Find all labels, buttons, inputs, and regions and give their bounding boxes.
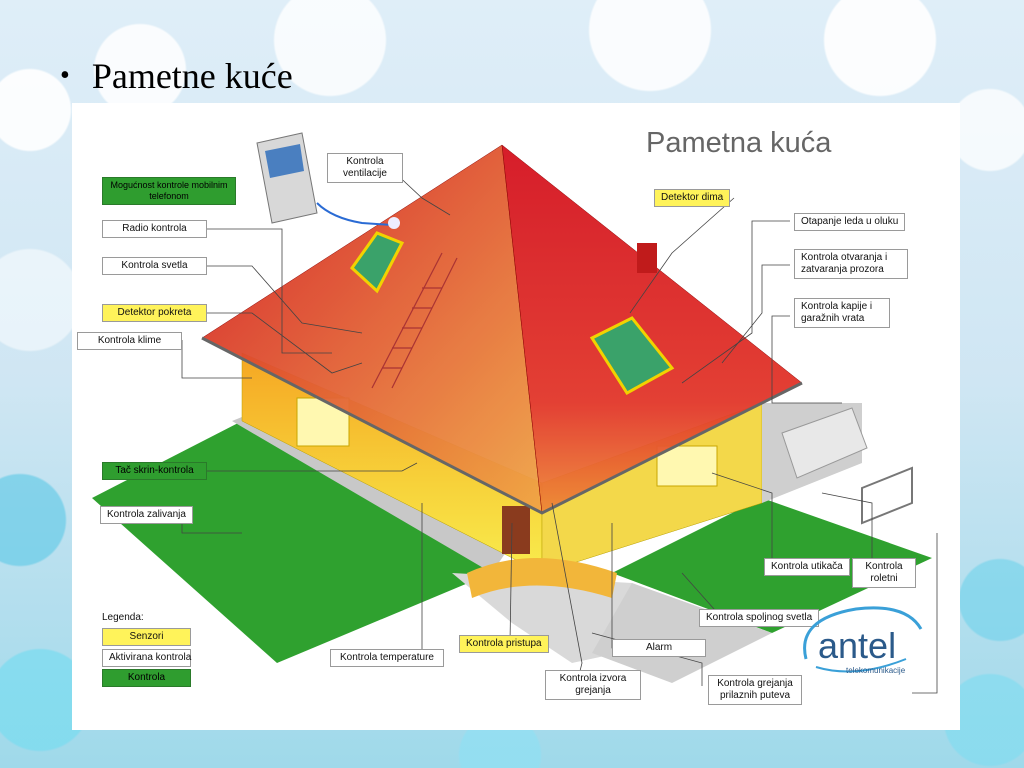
logo-tagline: telekomunikacije	[846, 666, 906, 675]
label-shutter-control: Kontrola roletni	[852, 558, 916, 588]
smart-house-diagram: Pametna kuća Mogućnost kontrole mobilnim…	[72, 103, 960, 730]
leader-lines	[181, 169, 938, 694]
label-light-control: Kontrola svetla	[102, 257, 207, 275]
label-ventilation: Kontrola ventilacije	[327, 153, 403, 183]
legend-control: Kontrola	[102, 669, 191, 687]
label-gate-control: Kontrola kapije i garažnih vrata	[794, 298, 890, 328]
label-outdoor-light: Kontrola spoljnog svetla	[699, 609, 820, 627]
legend-activated: Aktivirana kontrola	[102, 649, 191, 667]
logo-swoosh-icon	[803, 606, 923, 673]
label-outlet-control: Kontrola utikača	[764, 558, 850, 576]
label-access-control: Kontrola pristupa	[459, 635, 549, 653]
label-mobile-control: Mogućnost kontrole mobilnim telefonom	[102, 177, 236, 205]
label-motion-detector: Detektor pokreta	[102, 304, 207, 322]
label-temperature: Kontrola temperature	[330, 649, 444, 667]
label-touch-screen: Tač skrin-kontrola	[102, 462, 207, 480]
label-alarm: Alarm	[612, 639, 706, 657]
mobile-phone-icon	[256, 132, 400, 229]
bullet: •	[60, 60, 70, 91]
label-path-heating: Kontrola grejanja prilaznih puteva	[708, 675, 802, 705]
slide-title-text: Pametne kuće	[91, 56, 293, 96]
slide-title: • Pametne kuće	[60, 55, 293, 97]
house-walls	[241, 352, 913, 598]
label-ice-melt: Otapanje leda u oluku	[794, 213, 906, 231]
house-illustration	[92, 132, 938, 694]
antel-logo: antel telekomunikacije	[796, 599, 931, 679]
label-radio-control: Radio kontrola	[102, 220, 207, 238]
legend-title: Legenda:	[102, 612, 144, 623]
label-smoke-detector: Detektor dima	[654, 189, 731, 207]
label-heat-source: Kontrola izvora grejanja	[545, 670, 641, 700]
logo-name: antel	[818, 625, 897, 666]
legend-sensors: Senzori	[102, 628, 191, 646]
diagram-title: Pametna kuća	[646, 127, 832, 159]
label-window-control: Kontrola otvaranja i zatvaranja prozora	[794, 249, 908, 279]
label-climate-control: Kontrola klime	[77, 332, 182, 350]
roof	[201, 144, 803, 515]
label-irrigation: Kontrola zalivanja	[100, 506, 193, 524]
